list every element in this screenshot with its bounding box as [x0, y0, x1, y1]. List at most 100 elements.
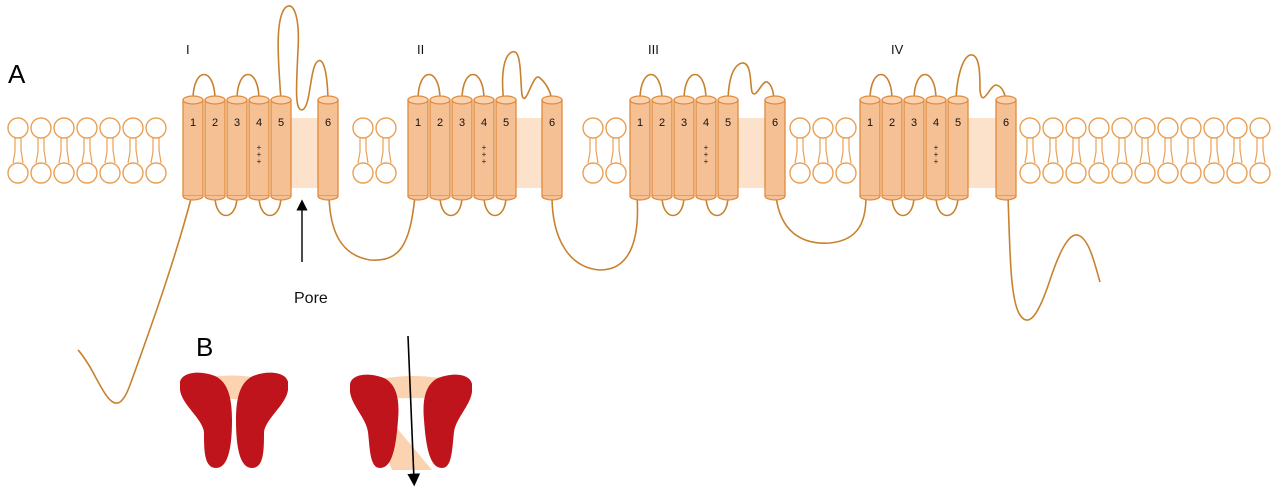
- voltage-sensor-charges: +++: [257, 143, 262, 166]
- lipid: [1203, 117, 1225, 184]
- helix-bottom: [429, 195, 451, 201]
- segment-number: 3: [681, 117, 687, 129]
- lipid-tail: [1116, 138, 1120, 164]
- helix-top: [673, 95, 695, 105]
- lipid: [582, 117, 604, 184]
- segment-number: 2: [212, 117, 218, 129]
- lipid-head-outer: [375, 117, 397, 139]
- open-channel-left-subunit: [350, 374, 399, 468]
- extracellular-loop: [236, 73, 260, 101]
- helix-segment-6: 6: [541, 95, 563, 201]
- lipid-head-inner: [1203, 162, 1225, 184]
- lipid-tail: [1262, 138, 1266, 164]
- helix-body: [226, 99, 248, 197]
- helix-body: [541, 99, 563, 197]
- helix-segment-5: 5: [270, 95, 292, 201]
- lipid-tail: [58, 138, 62, 164]
- n-terminus-tail: [77, 194, 193, 404]
- lipid: [145, 117, 167, 184]
- helix-top: [764, 95, 786, 105]
- helix-top: [859, 95, 881, 105]
- lipid-tail: [1093, 138, 1097, 164]
- helix-top: [947, 95, 969, 105]
- lipid-head-outer: [122, 117, 144, 139]
- helix-top: [651, 95, 673, 105]
- helix-top: [270, 95, 292, 105]
- helix-segment-1: 1: [859, 95, 881, 201]
- segment-number: 6: [772, 117, 778, 129]
- lipid-tail: [848, 138, 852, 164]
- helix-body: [629, 99, 651, 197]
- helix-body: [673, 99, 695, 197]
- domain-2-pore-loop: [501, 51, 553, 105]
- intra-domain-loops: [869, 73, 959, 217]
- helix-bottom: [270, 195, 292, 201]
- open-channel-right-subunit: [423, 374, 472, 468]
- helix-bottom: [407, 195, 429, 201]
- segment-number: 1: [190, 117, 196, 129]
- lipid: [99, 117, 121, 184]
- segment-number: 6: [549, 117, 555, 129]
- helix-segment-4: 4: [695, 95, 717, 201]
- closed-channel-right-subunit: [236, 372, 288, 468]
- closed-channel: [180, 372, 288, 468]
- helix-bottom: [651, 195, 673, 201]
- helix-bottom: [925, 195, 947, 201]
- helix-body: [881, 99, 903, 197]
- helix-bottom: [226, 195, 248, 201]
- extracellular-loop: [639, 73, 663, 101]
- segment-number: 2: [659, 117, 665, 129]
- lipid-head-outer: [99, 117, 121, 139]
- helix-bottom: [451, 195, 473, 201]
- lipid-tail: [81, 138, 85, 164]
- helix-bottom: [947, 195, 969, 201]
- lipid-tail: [20, 138, 24, 164]
- lipid-head-inner: [812, 162, 834, 184]
- open-channel: [350, 335, 472, 487]
- lipid-tail: [388, 138, 392, 164]
- lipid-tail: [357, 138, 361, 164]
- lipid-tail: [365, 138, 369, 164]
- helix-bottom: [764, 195, 786, 201]
- lipid-head-inner: [145, 162, 167, 184]
- lipid: [1042, 117, 1064, 184]
- linker-3-4: [775, 195, 867, 244]
- lipid-tail: [12, 138, 16, 164]
- pore-label: Pore: [294, 290, 328, 307]
- helix-segment-5: 5: [947, 95, 969, 201]
- closed-channel-left-subunit: [180, 372, 232, 468]
- helix-bottom: [473, 195, 495, 201]
- helix-segment-2: 2: [204, 95, 226, 201]
- lipid-head-inner: [352, 162, 374, 184]
- pore-region: [291, 118, 320, 188]
- domain-label: II: [417, 42, 424, 57]
- helix-segment-3: 3: [903, 95, 925, 201]
- helix-top: [429, 95, 451, 105]
- helix-bottom: [495, 195, 517, 201]
- lipid-tail: [1055, 138, 1059, 164]
- lipid-head-outer: [1019, 117, 1041, 139]
- lipid-tail: [595, 138, 599, 164]
- helix-bottom: [673, 195, 695, 201]
- domain-4-pore-loop: [955, 54, 1007, 105]
- lipid-tail: [127, 138, 131, 164]
- lipid-head-inner: [605, 162, 627, 184]
- helix-body: [317, 99, 339, 197]
- lipid-head-outer: [1134, 117, 1156, 139]
- segment-number: 3: [911, 117, 917, 129]
- extracellular-loop: [192, 73, 216, 101]
- linker-1-2: [328, 195, 416, 261]
- lipid: [1134, 117, 1156, 184]
- helix-body: [947, 99, 969, 197]
- segment-number: 1: [867, 117, 873, 129]
- helix-segment-2: 2: [651, 95, 673, 201]
- helix-top: [495, 95, 517, 105]
- lipid-tail: [89, 138, 93, 164]
- lipid-head-outer: [1088, 117, 1110, 139]
- helix-top: [451, 95, 473, 105]
- helix-top: [473, 95, 495, 105]
- pore-regions: [291, 118, 998, 188]
